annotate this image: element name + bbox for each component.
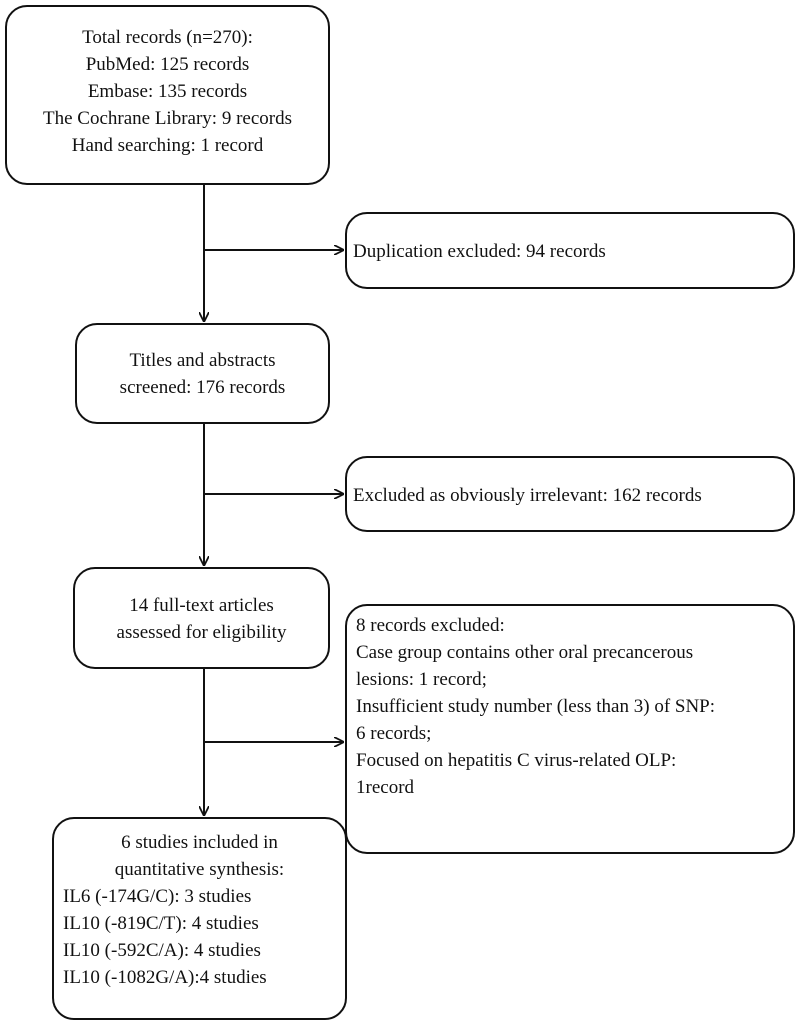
records-excluded-line: lesions: 1 record;: [356, 669, 487, 690]
included-snp-line: IL10 (-1082G/A):4 studies: [63, 967, 267, 988]
duplication-excluded-text: Duplication excluded: 94 records: [353, 241, 606, 262]
full-text-line-1: 14 full-text articles: [129, 595, 274, 616]
full-text-box: 14 full-text articles assessed for eligi…: [73, 567, 330, 669]
cochrane-count: The Cochrane Library: 9 records: [42, 108, 292, 129]
total-records-heading: Total records (n=270):: [82, 27, 253, 48]
hand-search-count: Hand searching: 1 record: [71, 135, 264, 156]
included-heading-line-1: 6 studies included in: [121, 832, 278, 853]
records-excluded-line: Case group contains other oral precancer…: [356, 642, 694, 663]
included-snp-line: IL10 (-819C/T): 4 studies: [63, 913, 259, 934]
records-excluded-box: 8 records excluded: Case group contains …: [345, 604, 795, 854]
pubmed-count: PubMed: 125 records: [85, 54, 250, 75]
studies-included-box: 6 studies included in quantitative synth…: [52, 817, 347, 1020]
records-excluded-line: 1record: [356, 777, 415, 798]
records-excluded-line: 6 records;: [356, 723, 432, 744]
duplication-excluded-box: Duplication excluded: 94 records: [345, 212, 795, 289]
full-text-line-2: assessed for eligibility: [116, 622, 287, 643]
included-snp-line: IL10 (-592C/A): 4 studies: [63, 940, 261, 961]
irrelevant-excluded-box: Excluded as obviously irrelevant: 162 re…: [345, 456, 795, 532]
included-heading-line-2: quantitative synthesis:: [114, 859, 285, 880]
titles-abstracts-line-1: Titles and abstracts: [129, 350, 276, 371]
records-excluded-line: Insufficient study number (less than 3) …: [356, 696, 716, 717]
included-snp-line: IL6 (-174G/C): 3 studies: [63, 886, 252, 907]
irrelevant-excluded-text: Excluded as obviously irrelevant: 162 re…: [353, 485, 702, 506]
titles-abstracts-line-2: screened: 176 records: [119, 377, 286, 398]
embase-count: Embase: 135 records: [87, 81, 248, 102]
records-excluded-heading: 8 records excluded:: [356, 615, 505, 636]
titles-abstracts-box: Titles and abstracts screened: 176 recor…: [75, 323, 330, 424]
total-records-box: Total records (n=270): PubMed: 125 recor…: [5, 5, 330, 185]
records-excluded-line: Focused on hepatitis C virus-related OLP…: [356, 750, 677, 771]
